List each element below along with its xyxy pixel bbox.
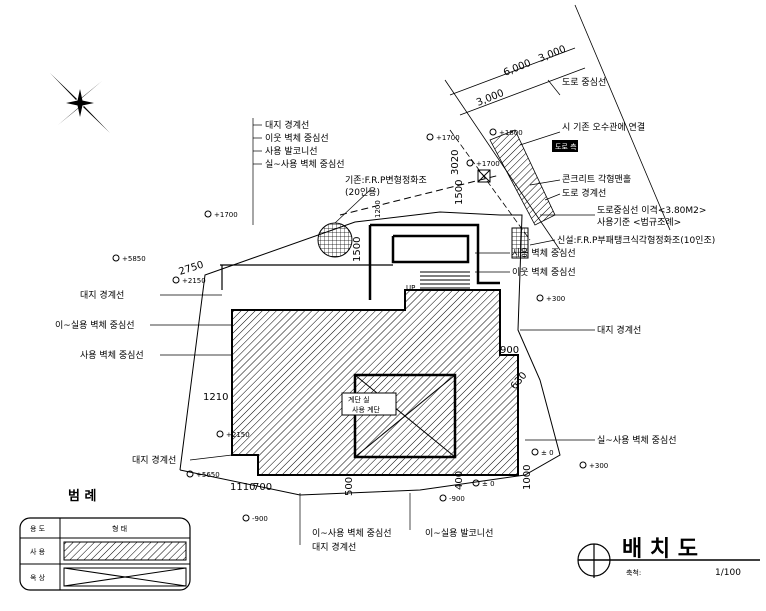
right-wall-1: 사용 벽체 중심선 — [512, 248, 576, 259]
dim-500: 500 — [344, 477, 355, 496]
bottom-wall-label: 이~사용 벽체 중심선 — [312, 528, 392, 539]
tank1-sub: (20인용) — [345, 187, 380, 198]
road-boundary-label: 도로 경계선 — [562, 187, 606, 199]
road-center-label: 도로 중심선 — [562, 77, 606, 88]
dim-900: 900 — [500, 345, 519, 356]
right-boundary-label: 대지 경계선 — [597, 324, 641, 336]
dim-1500b: 1500 — [352, 237, 363, 262]
left-boundary-label: 대지 경계선 — [80, 289, 124, 301]
legend-header-form: 형 태 — [112, 525, 127, 533]
svg-text:-900: -900 — [252, 515, 268, 523]
dim-top-total: 6,000 — [502, 58, 533, 79]
elevation-markers: +1700 +1800 +1700 +1700 +5850 +2150 +300… — [112, 128, 608, 523]
bottom-balcony-label: 이~실용 발코니선 — [425, 528, 493, 539]
room-box-1: 계단 실 — [348, 395, 370, 404]
svg-text:+1800: +1800 — [499, 129, 523, 137]
left-inner-wall-label: 이~실용 벽체 중심선 — [55, 320, 135, 331]
svg-text:+5650: +5650 — [196, 471, 220, 479]
dim-400: 400 — [454, 471, 465, 490]
svg-text:+1700: +1700 — [214, 211, 238, 219]
right-wall-2: 이웃 벽체 중심선 — [512, 267, 576, 278]
rooftop-square — [353, 373, 457, 459]
tank1-label: 기존:F.R.P변형정화조 — [345, 175, 427, 186]
legend-title: 범 례 — [68, 488, 96, 504]
legend-header-use: 용 도 — [30, 525, 46, 533]
dim-3020: 3020 — [450, 150, 461, 175]
building-footprint — [231, 289, 519, 476]
dim-1210: 1210 — [203, 392, 228, 403]
septic-tank-2 — [511, 227, 529, 259]
svg-text:+300: +300 — [589, 462, 608, 470]
setback-1: 도로중심선 이격<3.80M2> — [597, 204, 706, 216]
svg-text:± 0: ± 0 — [541, 449, 554, 457]
top-list-1: 대지 경계선 — [265, 119, 309, 131]
top-list-2: 이웃 벽체 중심선 — [265, 133, 329, 144]
stairs — [420, 271, 470, 289]
dim-top-right: 3,000 — [537, 44, 568, 65]
road-tag: 도로 측 — [555, 142, 577, 151]
top-list-3: 사용 발코니선 — [265, 146, 318, 157]
svg-text:+1700: +1700 — [476, 160, 500, 168]
drawing-title: 배 치 도 — [622, 537, 698, 562]
dim-top-left: 3,000 — [475, 88, 506, 109]
dim-700: 700 — [253, 482, 272, 493]
right-inner-wall-label: 실~사용 벽체 중심선 — [597, 435, 677, 446]
dim-1200: 1200 — [374, 200, 382, 218]
svg-text:+2150: +2150 — [226, 431, 250, 439]
svg-text:+1700: +1700 — [436, 134, 460, 142]
legend: 범 례 용 도 형 태 사 용 옥 상 — [19, 488, 191, 591]
svg-text:+5850: +5850 — [122, 255, 146, 263]
legend-row-use: 사 용 — [30, 547, 46, 556]
site-boundary — [179, 211, 561, 496]
room-box-2: 사용 계단 — [352, 405, 381, 414]
scale-label: 축척: — [626, 568, 641, 577]
tank2-label: 신설:F.R.P부패탱크식각형정화조(10인조) — [557, 234, 715, 246]
legend-row-roof: 옥 상 — [30, 573, 46, 582]
bottom-boundary-label: 대지 경계선 — [312, 541, 356, 553]
dim-1500a: 1500 — [454, 180, 465, 205]
dim-1110: 1110 — [230, 482, 255, 493]
left-use-wall-label: 사용 벽체 중심선 — [80, 350, 144, 361]
svg-text:+2150: +2150 — [182, 277, 206, 285]
dim-1000: 1000 — [522, 465, 533, 490]
septic-tank-circle — [317, 222, 353, 258]
svg-text:-900: -900 — [449, 495, 465, 503]
stair-tag: UP — [406, 284, 415, 292]
title-block: 배 치 도 축척: 1/100 — [577, 537, 760, 578]
existing-sewer-label: 시 기존 오수관에 연결 — [562, 122, 645, 133]
svg-text:+300: +300 — [546, 295, 565, 303]
dim-2750: 2750 — [178, 260, 206, 278]
concrete-label: 콘크리트 각형맨홀 — [562, 173, 631, 185]
svg-text:± 0: ± 0 — [482, 480, 495, 488]
top-list-4: 실~사용 벽체 중심선 — [265, 159, 345, 170]
setback-2: 사용기준 <법규조례> — [597, 217, 681, 228]
north-arrow-icon — [50, 73, 110, 133]
scale-value: 1/100 — [715, 568, 741, 578]
bottom-left-boundary-label: 대지 경계선 — [132, 454, 176, 466]
